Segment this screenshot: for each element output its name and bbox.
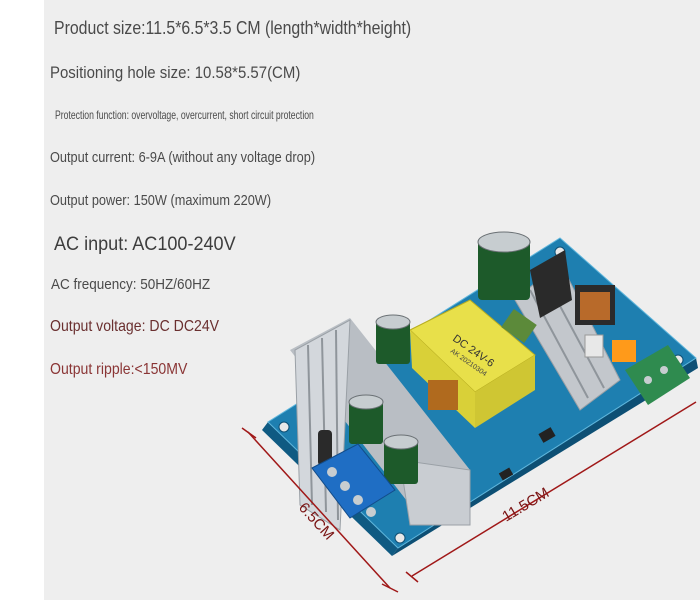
fuse xyxy=(584,334,604,358)
length-dimension-label: 11.5CM xyxy=(499,484,552,525)
capacitor-large xyxy=(478,240,530,300)
spec-protection: Protection function: overvoltage, overcu… xyxy=(55,108,314,122)
spec-ac-frequency: AC frequency: 50HZ/60HZ xyxy=(51,276,211,293)
spec-output-current: Output current: 6-9A (without any voltag… xyxy=(50,149,316,166)
fuse-holder xyxy=(612,340,636,362)
width-dimension-line xyxy=(247,431,391,589)
mounting-hole xyxy=(278,421,290,433)
length-dimension-line xyxy=(411,401,697,577)
ic-chip xyxy=(538,427,556,443)
dc-terminal-block xyxy=(311,443,396,519)
spec-output-power: Output power: 150W (maximum 220W) xyxy=(50,192,272,209)
transformer-coil xyxy=(428,380,458,410)
ac-terminal-block xyxy=(625,345,690,405)
mounting-hole xyxy=(394,532,406,544)
inductor xyxy=(318,430,332,466)
capacitor-large-top xyxy=(477,231,531,253)
ic-chip xyxy=(498,467,514,481)
spec-output-ripple: Output ripple:<150MV xyxy=(50,361,188,378)
transformer-side xyxy=(475,355,535,428)
transformer-front xyxy=(410,330,475,428)
spec-ac-input: AC input: AC100-240V xyxy=(54,234,236,255)
spec-product-size: Product size:11.5*6.5*3.5 CM (length*wid… xyxy=(54,18,412,38)
capacitor xyxy=(376,320,410,364)
choke-winding xyxy=(580,292,610,320)
spec-hole-size: Positioning hole size: 10.58*5.57(CM) xyxy=(50,63,301,82)
x-capacitor xyxy=(501,308,537,344)
capacitor xyxy=(384,440,418,484)
capacitor xyxy=(349,400,383,444)
spec-output-voltage: Output voltage: DC DC24V xyxy=(50,318,220,335)
mosfet xyxy=(530,250,572,318)
